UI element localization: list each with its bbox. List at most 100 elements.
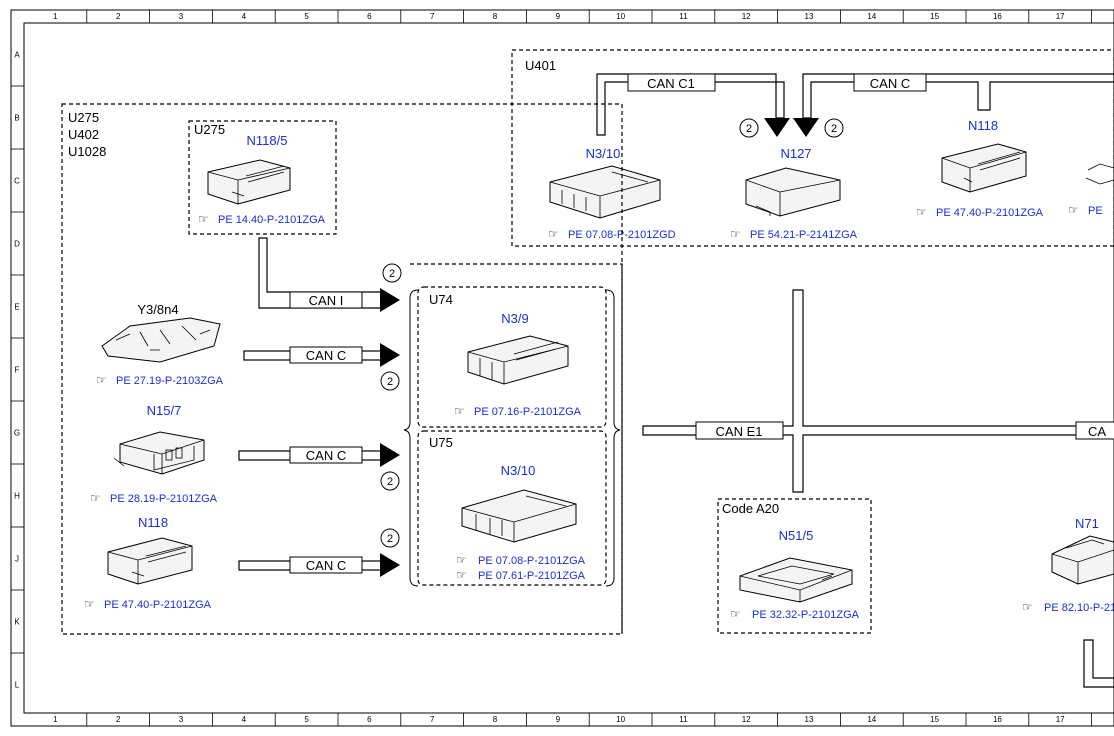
component-ref-n3-9: PE 07.16-P-2101ZGA	[474, 406, 582, 418]
module-n3-10-top-icon	[549, 165, 661, 219]
grid-column-label: 14	[867, 12, 876, 21]
grid-row-label: B	[14, 114, 19, 123]
bus-label-can-right-partial: CA	[1088, 424, 1106, 439]
group-code-a20	[717, 498, 872, 634]
bus-label-can-e1: CAN E1	[716, 424, 763, 439]
grid-column-label: 14	[867, 715, 876, 724]
module-n3-9-icon	[467, 335, 569, 385]
grid-column-label: 2	[116, 715, 121, 724]
component-label-n51-5: N51/5	[779, 528, 814, 543]
component-label-n15-7: N15/7	[147, 403, 182, 418]
grid-column-label: 1	[53, 715, 58, 724]
ref-hand-icon: ☞	[730, 227, 741, 241]
module-n127-icon	[745, 167, 841, 217]
grid-column-label: 17	[1056, 715, 1065, 724]
marker-circle-can-c-2	[380, 471, 400, 491]
module-n118-5-icon	[207, 159, 291, 205]
bus-label-can-c1: CAN C1	[647, 76, 695, 91]
component-ref-n118-left: PE 47.40-P-2101ZGA	[104, 599, 212, 611]
grid-column-label: 5	[304, 12, 309, 21]
grid-column-label: 11	[679, 715, 688, 724]
wire-can-e1	[642, 289, 1114, 493]
ref-hand-icon: ☞	[198, 212, 209, 226]
bus-box-can-i	[289, 291, 363, 309]
component-label-n3-10-top: N3/10	[586, 146, 621, 161]
grid-column-label: 8	[493, 715, 498, 724]
ref-hand-icon: ☞	[84, 597, 95, 611]
ref-hand-icon: ☞	[96, 373, 107, 387]
marker-text: 2	[387, 533, 393, 545]
grid-column-label: 12	[742, 12, 751, 21]
group-right-connector	[410, 263, 623, 634]
grid-column-label: 15	[930, 12, 939, 21]
component-ref-n127: PE 54.21-P-2141ZGA	[750, 229, 858, 241]
ref-hand-icon: ☞	[1022, 600, 1033, 614]
grid-column-label: 2	[116, 12, 121, 21]
grid-column-label: 9	[556, 12, 561, 21]
arrow-right-can-c-2	[380, 443, 400, 467]
grid-column-label: 16	[993, 12, 1002, 21]
grid-column-label: 10	[616, 715, 625, 724]
grid-row-label: A	[14, 51, 20, 60]
group-u401	[511, 49, 1114, 247]
ref-hand-icon: ☞	[456, 568, 467, 582]
component-ref-n71: PE 82.10-P-2101ZGA	[1044, 602, 1114, 614]
group-u75-label: U75	[429, 435, 453, 450]
module-n118-top-icon	[941, 143, 1027, 193]
grid-column-label: 12	[742, 715, 751, 724]
grid-row-label: L	[15, 681, 20, 690]
brace-left	[403, 289, 419, 587]
component-ref-partial-top-right: PE	[1088, 205, 1103, 217]
frame-inner	[23, 22, 1114, 714]
grid-column-label: 3	[179, 12, 184, 21]
component-ref-n15-7: PE 28.19-P-2101ZGA	[110, 493, 218, 505]
wire-bottom-right	[1083, 639, 1114, 688]
component-label-n3-9: N3/9	[501, 311, 528, 326]
group-u401-label: U401	[525, 58, 556, 73]
marker-text: 2	[387, 476, 393, 488]
component-label-y3-8n4: Y3/8n4	[137, 302, 178, 317]
component-label-n71: N71	[1075, 516, 1099, 531]
bus-box-can-c-1	[289, 346, 363, 364]
ref-hand-icon: ☞	[90, 491, 101, 505]
component-ref-n3-10-u75-1: PE 07.08-P-2101ZGA	[478, 555, 586, 567]
group-u275-inner	[188, 120, 337, 235]
grid-column-label: 17	[1056, 12, 1065, 21]
bus-label-can-i: CAN I	[309, 293, 344, 308]
grid-column-label: 7	[430, 715, 435, 724]
grid-column-label: 13	[805, 12, 814, 21]
module-n15-7-icon	[113, 431, 205, 475]
bus-box-can-c-2	[289, 446, 363, 464]
component-label-n118-top: N118	[968, 118, 998, 133]
bus-label-can-c-3: CAN C	[306, 558, 346, 573]
grid-column-label: 3	[179, 715, 184, 724]
arrow-down-n127-right	[793, 118, 819, 137]
bus-label-can-c-2: CAN C	[306, 448, 346, 463]
grid-row-label: D	[14, 240, 20, 249]
arrow-right-can-c-3	[380, 553, 400, 577]
component-ref-n3-10-u75-2: PE 07.61-P-2101ZGA	[478, 570, 586, 582]
group-u275-inner-label: U275	[194, 122, 225, 137]
component-ref-n118-top: PE 47.40-P-2101ZGA	[936, 207, 1044, 219]
grid-column-label: 8	[493, 12, 498, 21]
grid-column-label: 6	[367, 715, 372, 724]
marker-circle-can-i	[382, 263, 402, 283]
group-u275-u402-u1028	[61, 103, 623, 635]
ref-hand-icon: ☞	[730, 607, 741, 621]
grid-row-label: H	[14, 492, 20, 501]
bus-label-can-c-1: CAN C	[306, 348, 346, 363]
bus-box-can-e1	[695, 421, 784, 440]
ref-hand-icon: ☞	[548, 227, 559, 241]
arrow-down-n127-left	[764, 118, 790, 137]
arrow-right-can-c-1	[380, 343, 400, 367]
grid-row-label: G	[14, 429, 20, 438]
grid-column-label: 5	[304, 715, 309, 724]
grid-column-label: 16	[993, 715, 1002, 724]
marker-text: 2	[746, 123, 752, 135]
grid-column-label: 10	[616, 12, 625, 21]
grid-row-label: F	[15, 366, 20, 375]
group-left-label-2: U402	[68, 127, 99, 142]
module-n51-5-icon	[739, 557, 853, 603]
